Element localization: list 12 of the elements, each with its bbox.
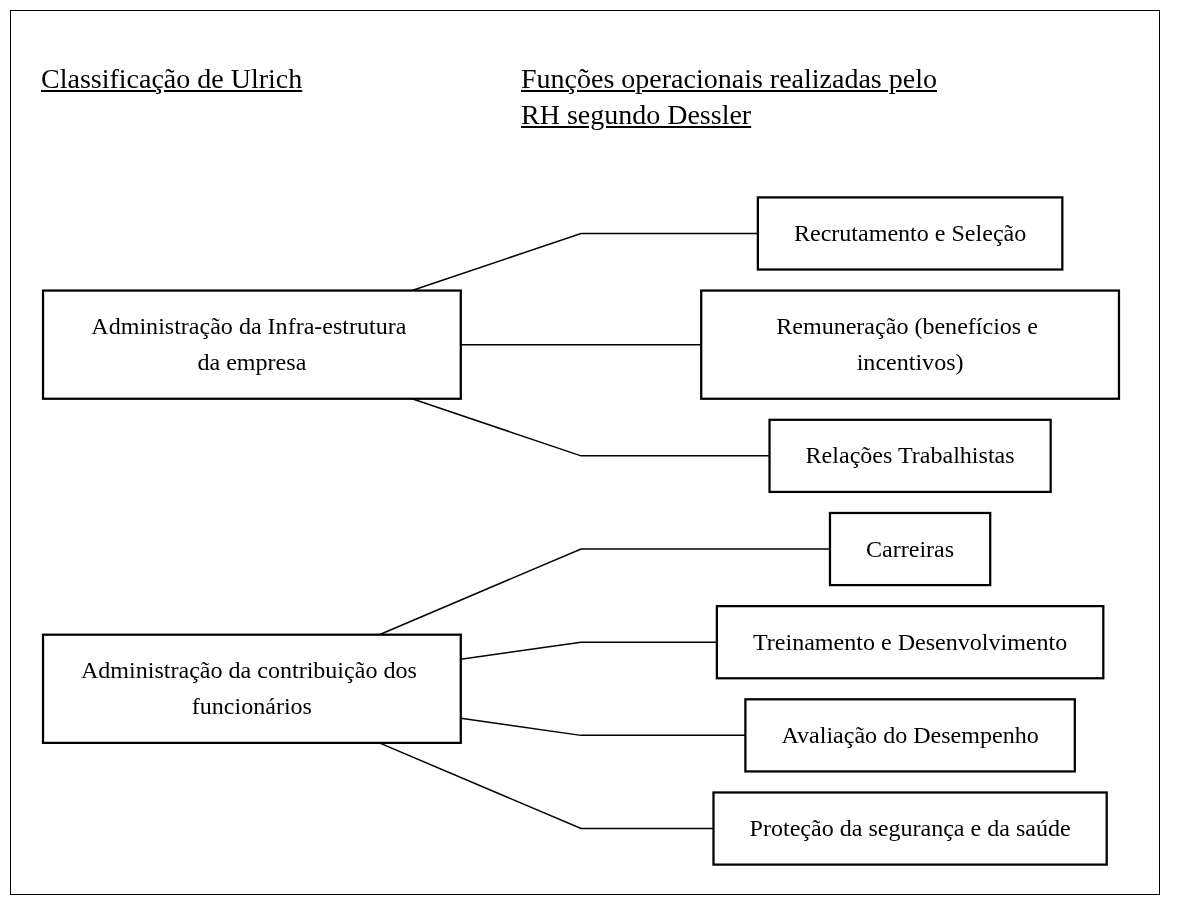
column-heading: Classificação de Ulrich bbox=[41, 62, 304, 96]
node-box: Avaliação do Desempenho bbox=[744, 698, 1076, 773]
node-box: Relações Trabalhistas bbox=[768, 418, 1052, 494]
node-box: Carreiras bbox=[828, 511, 992, 587]
connector bbox=[460, 343, 702, 346]
node-box: Administração da contribuição dos funcionários bbox=[41, 633, 462, 744]
node-box: Treinamento e Desenvolvimento bbox=[715, 605, 1105, 680]
node-box: Recrutamento e Seleção bbox=[756, 196, 1064, 271]
node-box: Remuneração (benefícios e incentivos) bbox=[700, 289, 1121, 400]
node-box: Administração da Infra-estrutura da empresa bbox=[41, 289, 462, 400]
column-heading: Funções operacionais realizadas pelo RH segundo Dessler bbox=[521, 62, 938, 133]
node-box: Proteção da segurança e da saúde bbox=[712, 791, 1108, 866]
